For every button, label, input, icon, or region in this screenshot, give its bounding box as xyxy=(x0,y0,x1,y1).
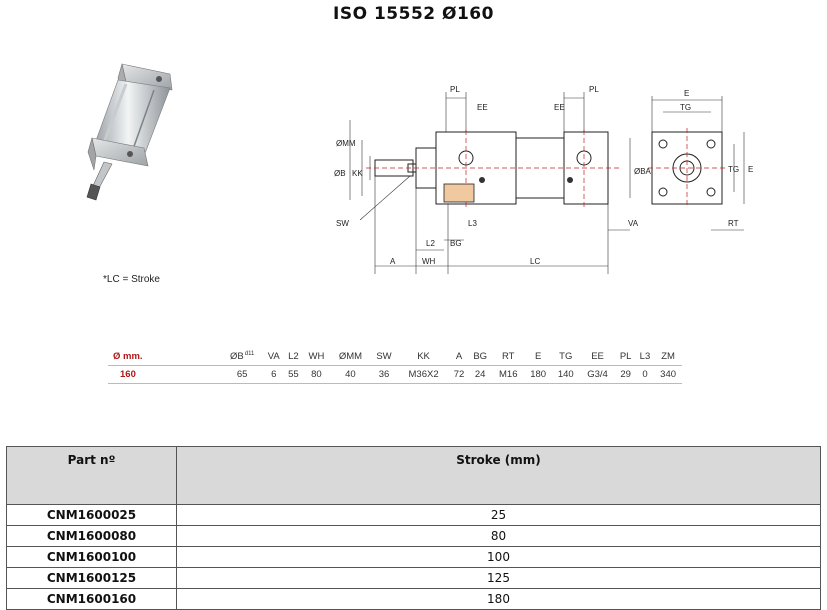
lc-note: *LC = Stroke xyxy=(103,274,160,285)
dim-header-pl: PL xyxy=(615,348,636,366)
dim-value-a: 72 xyxy=(449,365,469,384)
stroke-value: 80 xyxy=(176,525,821,547)
label-tg-top: TG xyxy=(680,103,691,112)
table-row: CNM1600125 125 xyxy=(6,567,821,589)
part-number: CNM1600100 xyxy=(6,546,177,568)
dim-value-va: 6 xyxy=(263,365,285,384)
stroke-value: 25 xyxy=(176,504,821,526)
dim-header-tg: TG xyxy=(551,348,580,366)
label-sw: SW xyxy=(336,219,349,228)
parts-table: Part nº Stroke (mm) CNM1600025 25 CNM160… xyxy=(6,446,821,610)
technical-drawing: PL EE EE PL ØMM ØB KK ØBA SW L3 L2 BG VA… xyxy=(334,85,753,274)
dimensions-row-160: 160 65 6 55 80 40 36 M36X2 72 24 M16 180… xyxy=(108,365,682,384)
dim-value-e: 180 xyxy=(524,365,552,384)
label-kk: KK xyxy=(352,169,363,178)
dim-header-a: A xyxy=(449,348,469,366)
table-row: CNM1600080 80 xyxy=(6,525,821,547)
label-bg: BG xyxy=(450,239,462,248)
label-pl-front: PL xyxy=(450,85,460,94)
part-number: CNM1600080 xyxy=(6,525,177,547)
dim-value-tg: 140 xyxy=(551,365,580,384)
dim-header-b-tolerance: d11 xyxy=(244,350,255,357)
label-e-top: E xyxy=(684,89,689,98)
stroke-value: 125 xyxy=(176,567,821,589)
dim-header-bg: BG xyxy=(468,348,493,366)
label-b: ØB xyxy=(334,169,346,178)
table-row: CNM1600025 25 xyxy=(6,504,821,526)
table-row: CNM1600160 180 xyxy=(6,588,821,610)
label-wh: WH xyxy=(422,257,436,266)
dim-header-ee: EE xyxy=(579,348,616,366)
dim-value-bg: 24 xyxy=(468,365,493,384)
label-va: VA xyxy=(628,219,639,228)
label-l3: L3 xyxy=(468,219,477,228)
label-tg-side: TG xyxy=(728,165,739,174)
dim-value-sw: 36 xyxy=(370,365,398,384)
dim-header-zm: ZM xyxy=(654,348,682,366)
dim-header-va: VA xyxy=(263,348,285,366)
dim-header-kk: KK xyxy=(397,348,450,366)
stroke-value: 180 xyxy=(176,588,821,610)
label-ee-rear: EE xyxy=(554,103,565,112)
cylinder-photo xyxy=(86,63,173,201)
dim-header-diameter: Ø mm. xyxy=(108,348,221,366)
part-number: CNM1600160 xyxy=(6,588,177,610)
parts-header-part: Part nº xyxy=(6,446,177,505)
dim-value-l3: 0 xyxy=(635,365,655,384)
label-lc: LC xyxy=(530,257,540,266)
label-pl-rear: PL xyxy=(589,85,599,94)
dim-value-zm: 340 xyxy=(654,365,682,384)
part-number: CNM1600025 xyxy=(6,504,177,526)
dim-value-pl: 29 xyxy=(615,365,636,384)
dimensions-header-row: Ø mm. ØBd11 VA L2 WH ØMM SW KK A BG RT E… xyxy=(108,348,682,366)
table-row: CNM1600100 100 xyxy=(6,546,821,568)
dim-header-wh: WH xyxy=(302,348,331,366)
dim-header-sw: SW xyxy=(370,348,398,366)
dimensions-table: Ø mm. ØBd11 VA L2 WH ØMM SW KK A BG RT E… xyxy=(108,348,682,384)
label-ba: ØBA xyxy=(634,167,652,176)
label-mm: ØMM xyxy=(336,139,356,148)
dim-value-b: 65 xyxy=(221,365,264,384)
label-rt: RT xyxy=(728,219,739,228)
dim-row-label: 160 xyxy=(108,365,221,384)
dim-value-l2: 55 xyxy=(284,365,303,384)
dim-header-e: E xyxy=(524,348,552,366)
dim-header-l2: L2 xyxy=(284,348,303,366)
dim-header-l3: L3 xyxy=(635,348,655,366)
dim-value-ee: G3/4 xyxy=(579,365,616,384)
dim-header-b: ØBd11 xyxy=(221,348,264,366)
label-a: A xyxy=(390,257,396,266)
label-e-side: E xyxy=(748,165,753,174)
dim-header-rt: RT xyxy=(492,348,525,366)
page-title: ISO 15552 Ø160 xyxy=(333,4,494,24)
parts-header-stroke: Stroke (mm) xyxy=(176,446,821,505)
label-l2: L2 xyxy=(426,239,435,248)
dim-value-mm: 40 xyxy=(330,365,371,384)
dim-value-rt: M16 xyxy=(492,365,525,384)
dim-value-wh: 80 xyxy=(302,365,331,384)
label-ee-front: EE xyxy=(477,103,488,112)
dim-header-mm: ØMM xyxy=(330,348,371,366)
dim-value-kk: M36X2 xyxy=(397,365,450,384)
stroke-value: 100 xyxy=(176,546,821,568)
part-number: CNM1600125 xyxy=(6,567,177,589)
parts-header-row: Part nº Stroke (mm) xyxy=(6,446,821,505)
